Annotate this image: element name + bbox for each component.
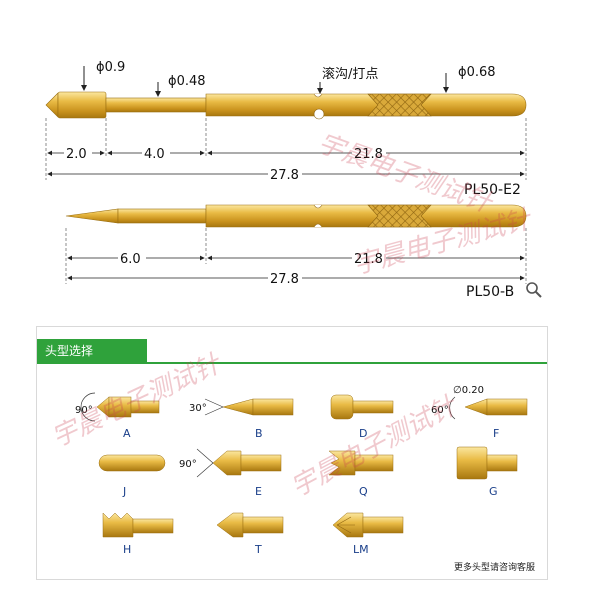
head-types-title: 头型选择 <box>37 339 147 363</box>
pin-b-groove-bottom <box>313 223 323 228</box>
head-b-angle: 30° <box>189 403 207 414</box>
e2-shaft-diameter: ϕ0.48 <box>168 74 206 89</box>
pin-e2-dot <box>313 108 325 120</box>
head-q: Q <box>328 450 394 498</box>
e2-barrel-diameter: ϕ0.68 <box>458 65 496 80</box>
head-h: H <box>102 512 174 556</box>
head-f-angle: 60° <box>431 405 449 416</box>
head-types-divider <box>37 362 547 364</box>
pin-e2-spring-window <box>367 93 432 117</box>
pin-b-groove-top <box>313 204 323 209</box>
pin-e2-tip <box>45 92 59 118</box>
head-j: J <box>98 454 166 498</box>
e2-model-label: PL50-E2 <box>464 182 521 198</box>
head-j-label: J <box>122 485 126 498</box>
head-types-panel: 头型选择 90° A 30° B <box>36 326 548 580</box>
head-e-label: E <box>255 485 262 498</box>
b-barrel-length: 21.8 <box>354 252 383 267</box>
pin-e2-barrel <box>205 93 527 117</box>
head-g-label: G <box>489 485 498 498</box>
e2-barrel-length: 21.8 <box>354 147 383 162</box>
e2-groove-label: 滚沟/打点 <box>322 66 378 82</box>
head-q-label: Q <box>359 485 368 498</box>
watermark-heads-1: 宇晨电子测试针 <box>47 348 227 453</box>
pin-e2-groove-top <box>313 93 323 98</box>
head-e-angle: 90° <box>179 459 197 470</box>
b-plunger-length: 6.0 <box>120 252 141 267</box>
head-f: 60° ∅0.20 F <box>431 385 528 440</box>
head-f-label: F <box>493 427 499 440</box>
head-a: 90° A <box>75 392 160 440</box>
pin-b-plunger <box>117 208 207 224</box>
head-t: T <box>216 512 284 556</box>
e2-plunger-length: 4.0 <box>144 147 165 162</box>
head-a-angle: 90° <box>75 405 93 416</box>
pin-e2 <box>45 91 527 120</box>
head-t-label: T <box>254 543 262 556</box>
e2-total-length: 27.8 <box>270 168 299 183</box>
pin-dimension-panel: ϕ0.9 ϕ0.48 滚沟/打点 ϕ0.68 2.0 4.0 21.8 27.8… <box>36 38 546 300</box>
head-types-drawing: 90° A 30° B D 60° ∅0.20 F J <box>47 348 528 556</box>
more-heads-note: 更多头型请咨询客服 <box>453 563 535 573</box>
pin-b-tip <box>65 208 119 224</box>
head-a-label: A <box>123 427 131 440</box>
pin-b-spring-window <box>367 204 432 228</box>
head-d: D <box>330 394 394 440</box>
magnifier-icon[interactable] <box>526 282 542 298</box>
head-h-label: H <box>123 543 131 556</box>
pin-b-barrel <box>205 204 527 228</box>
head-b-label: B <box>255 427 263 440</box>
head-lm-label: LM <box>353 543 369 556</box>
head-e: 90° E <box>179 448 282 498</box>
b-total-length: 27.8 <box>270 272 299 287</box>
head-b: 30° B <box>189 398 294 440</box>
head-f-tip-diameter: ∅0.20 <box>453 385 484 396</box>
pin-e2-plunger <box>105 97 207 113</box>
e2-tip-diameter: ϕ0.9 <box>96 60 125 75</box>
head-d-label: D <box>359 427 367 440</box>
head-lm: LM <box>332 512 404 556</box>
e2-tip-length: 2.0 <box>66 147 87 162</box>
pin-dimension-drawing: ϕ0.9 ϕ0.48 滚沟/打点 ϕ0.68 2.0 4.0 21.8 27.8… <box>45 60 542 300</box>
pin-e2-head <box>57 91 107 119</box>
b-model-label: PL50-B <box>466 284 514 300</box>
pin-b <box>65 204 527 228</box>
head-g: G <box>456 446 518 498</box>
